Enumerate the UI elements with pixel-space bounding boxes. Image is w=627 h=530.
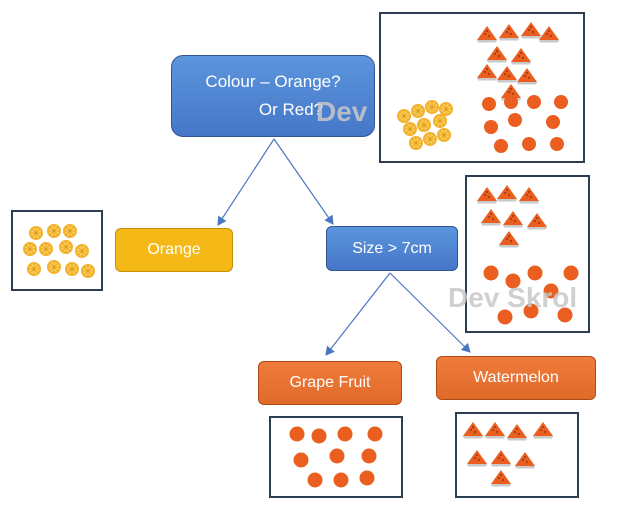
- root-question-line2: Or Red?: [258, 100, 324, 119]
- oranges-image: [11, 210, 103, 291]
- all-fruits-illustration: [396, 22, 568, 153]
- edge-size-water: [389, 272, 471, 353]
- edge-size-grape: [325, 272, 391, 356]
- orange-group: [396, 99, 454, 151]
- grapefruit-leaf-node: Grape Fruit: [258, 361, 402, 405]
- size-decision-node: Size > 7cm: [326, 226, 458, 271]
- grapefruit-group: [482, 95, 568, 153]
- all-fruits-image: [379, 12, 585, 163]
- edge-root-size: [273, 138, 334, 225]
- watermelon-image: [455, 412, 579, 498]
- grapefruit-illustration: [289, 426, 383, 488]
- watermelon-leaf-node: Watermelon: [436, 356, 596, 400]
- red-fruits-image: [465, 175, 590, 333]
- watermelon-illustration: [463, 422, 553, 487]
- grapefruit-image: [269, 416, 403, 498]
- red-fruits-illustration: [477, 185, 579, 325]
- watermelon-group: [477, 22, 559, 101]
- oranges-illustration: [22, 223, 96, 279]
- root-decision-node: Colour – Orange? Or Red?: [171, 55, 375, 137]
- edge-root-orange: [217, 138, 275, 226]
- root-question-line1: Colour – Orange?: [205, 72, 341, 91]
- orange-leaf-node: Orange: [115, 228, 233, 272]
